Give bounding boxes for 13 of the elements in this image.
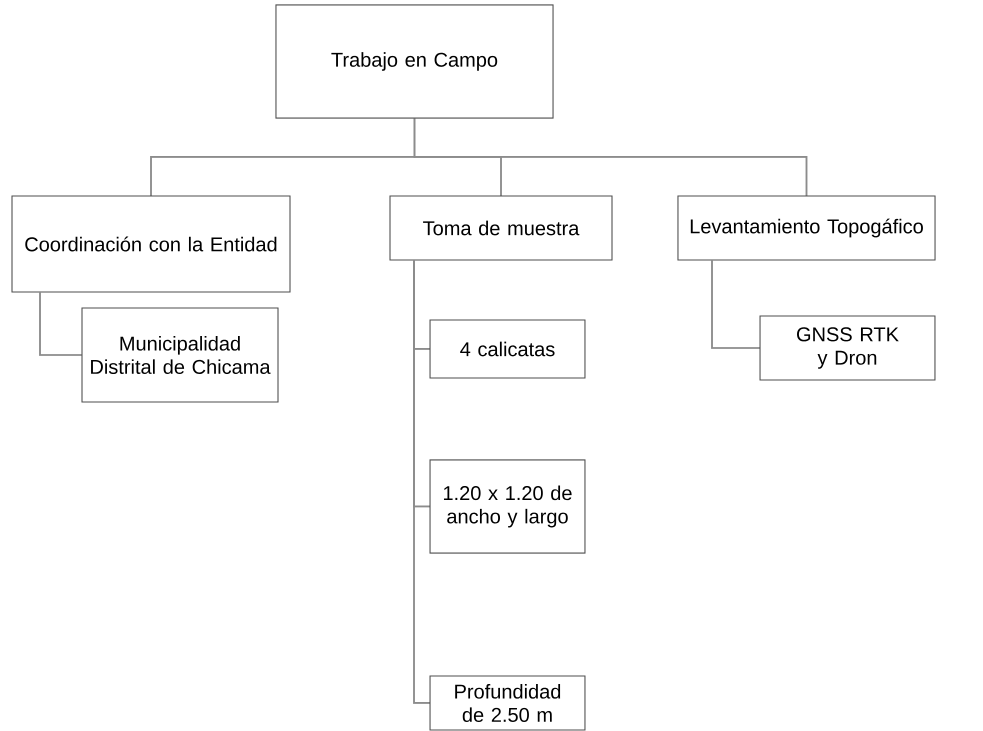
process-box: GNSS RTK y Dron: [760, 315, 936, 381]
process-box: Levantamiento Topogáfico: [677, 195, 936, 261]
process-box: Municipalidad Distrital de Chicama: [81, 307, 279, 403]
process-box: Coordinación con la Entidad: [11, 195, 291, 293]
process-box: Toma de muestra: [389, 195, 613, 261]
process-box: 4 calicatas: [430, 319, 586, 379]
connector-line: [711, 260, 760, 349]
process-box: Trabajo en Campo: [275, 4, 554, 119]
connector-line: [414, 118, 808, 196]
process-box: Profundidad de 2.50 m: [430, 675, 586, 731]
connector-line: [413, 260, 430, 704]
connector-line: [39, 292, 82, 356]
process-box: 1.20 x 1.20 de ancho y largo: [430, 459, 586, 554]
